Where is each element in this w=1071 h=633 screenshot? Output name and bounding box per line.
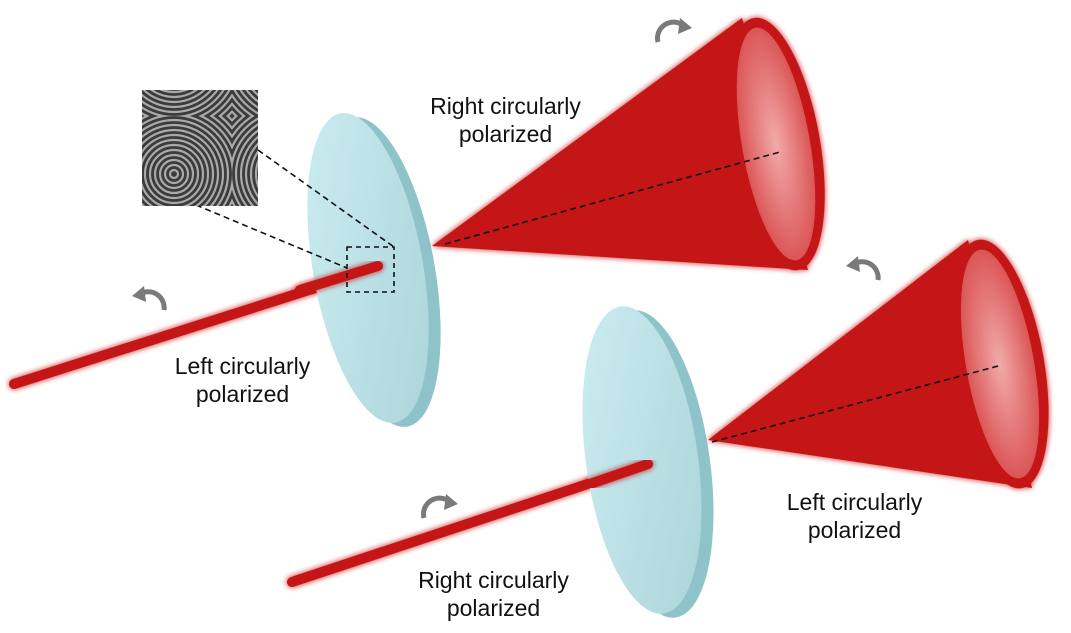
top-output-label-line1: Right circularly — [430, 93, 581, 119]
top-output-label-line2: polarized — [458, 121, 553, 147]
bottom-input-label-line1: Right circularly — [418, 567, 569, 593]
rotation-arrow-icon — [655, 18, 692, 43]
bottom-input-label-line2: polarized — [446, 595, 541, 621]
top-output-cone — [432, 17, 825, 271]
ring-pattern-inset — [142, 90, 258, 206]
top-input-label-line1: Left circularly — [174, 353, 311, 379]
bottom-output-label-line1: Left circularly — [786, 489, 923, 515]
rotation-arrow-icon — [846, 256, 881, 281]
bottom-input-label: Right circularly polarized — [396, 566, 591, 622]
top-output-label: Right circularly polarized — [408, 92, 603, 148]
top-input-label-line2: polarized — [195, 381, 290, 407]
rotation-arrow-icon — [421, 494, 458, 519]
bottom-output-label: Left circularly polarized — [762, 488, 947, 544]
bottom-output-cone — [708, 239, 1049, 489]
callout-line-upper — [257, 149, 395, 248]
callout-line-lower — [195, 204, 348, 269]
bottom-metasurface-plate — [582, 306, 714, 618]
top-optical-axis — [444, 151, 781, 245]
bottom-output-label-line2: polarized — [807, 517, 902, 543]
rotation-arrow-icon — [132, 286, 167, 311]
top-input-label: Left circularly polarized — [150, 352, 335, 408]
top-metasurface-plate — [307, 113, 441, 427]
bottom-optical-axis — [711, 364, 1003, 443]
